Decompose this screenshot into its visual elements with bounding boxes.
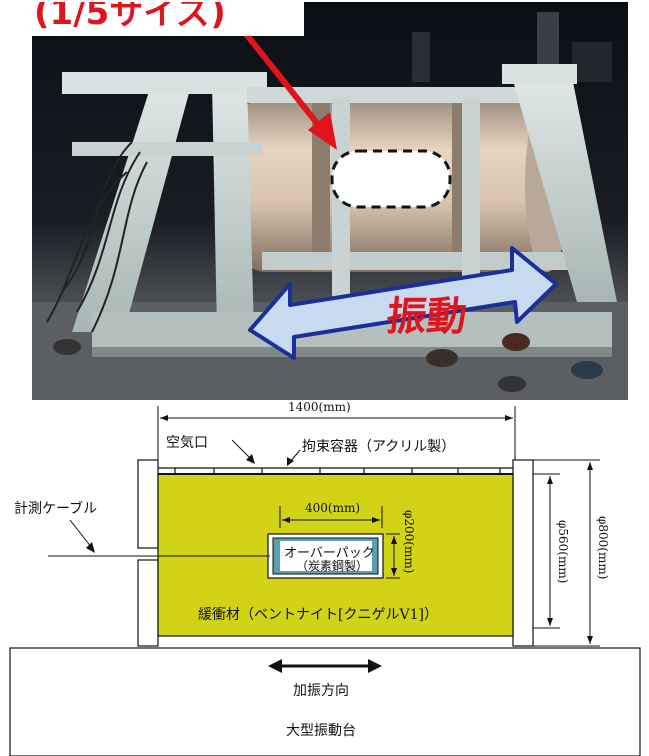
buffer-material-label: 緩衝材（ベントナイト[クニゲルV1]）	[198, 607, 438, 623]
cross-section-diagram: 1400(mm) 空気口 拘束容器（アクリル製） 計測ケーブル 400(mm) …	[0, 398, 649, 756]
excitation-direction-label: 加振方向	[293, 683, 349, 699]
vent-label: 空気口	[166, 435, 208, 451]
experiment-photo: (1/5サイズ) 振動	[32, 2, 628, 400]
length-dimension-label: 1400(mm)	[288, 400, 351, 414]
container-label: 拘束容器（アクリル製）	[302, 439, 456, 455]
overpack-height-label: φ200(mm)	[402, 510, 416, 574]
overpack-label-line2: （炭素鋼製）	[296, 559, 369, 573]
cable-label: 計測ケーブル	[14, 501, 98, 517]
scale-callout-label: (1/5サイズ)	[32, 2, 304, 36]
vibration-label: 振動	[384, 294, 469, 340]
shaking-table-label: 大型振動台	[286, 723, 356, 739]
diagram-drawing	[9, 406, 641, 756]
overpack-width-label: 400(mm)	[305, 501, 361, 515]
overpack-highlight	[330, 149, 452, 209]
inner-diameter-label: φ560(mm)	[556, 520, 570, 584]
overpack-label-line1: オーバーパック	[284, 546, 375, 561]
vibration-arrow	[248, 246, 558, 360]
photo-scene	[32, 2, 628, 400]
outer-diameter-label: φ800(mm)	[596, 516, 610, 580]
